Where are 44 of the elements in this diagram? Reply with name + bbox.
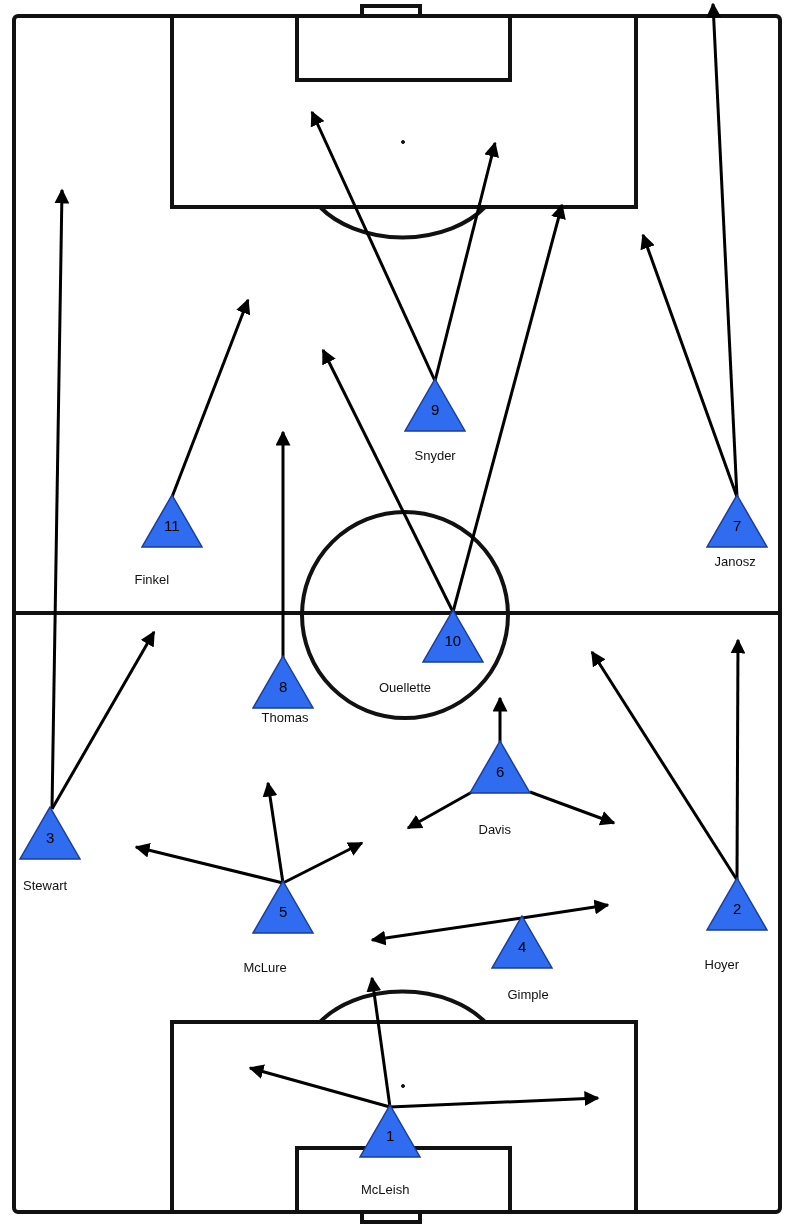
arrow [366, 976, 392, 1108]
player-number: 5 [279, 904, 288, 920]
player-number: 4 [518, 939, 527, 955]
arrow [529, 790, 616, 826]
arrow [492, 696, 508, 743]
player-number: 11 [164, 518, 180, 534]
arrow [134, 842, 284, 885]
player-number: 3 [46, 830, 55, 846]
arrow [248, 1064, 391, 1109]
player-number: 8 [279, 679, 288, 695]
arrow [451, 203, 566, 613]
player-name: McLure [243, 960, 287, 975]
player-number: 2 [733, 901, 742, 917]
arrow [50, 188, 70, 810]
arrow [590, 650, 739, 881]
player-number: 6 [496, 764, 505, 780]
player-number: 1 [386, 1128, 395, 1144]
arrow [521, 899, 610, 920]
arrow [433, 141, 499, 382]
player-name: Snyder [414, 448, 456, 463]
arrow [640, 233, 739, 498]
player-number: 7 [733, 518, 742, 534]
arrow [310, 110, 437, 382]
player-number: 9 [431, 402, 440, 418]
arrow [275, 430, 291, 658]
player-name: Gimple [507, 987, 549, 1002]
player-name: Finkel [134, 572, 170, 587]
player-name: Thomas [261, 710, 309, 725]
player-number: 10 [444, 633, 462, 649]
player-name: Stewart [23, 878, 68, 893]
player-name: Davis [478, 822, 511, 837]
arrow [262, 781, 285, 884]
arrow [389, 1091, 600, 1109]
arrow [370, 916, 523, 946]
player-name: Janosz [714, 554, 756, 569]
player-name: Ouellette [379, 680, 432, 695]
arrow [321, 348, 455, 613]
arrow [282, 841, 364, 885]
player-name: McLeish [361, 1182, 410, 1197]
arrow [50, 630, 156, 810]
arrow [406, 790, 473, 830]
arrow [170, 298, 251, 498]
arrow [730, 638, 746, 880]
player-name: Hoyer [704, 957, 740, 972]
